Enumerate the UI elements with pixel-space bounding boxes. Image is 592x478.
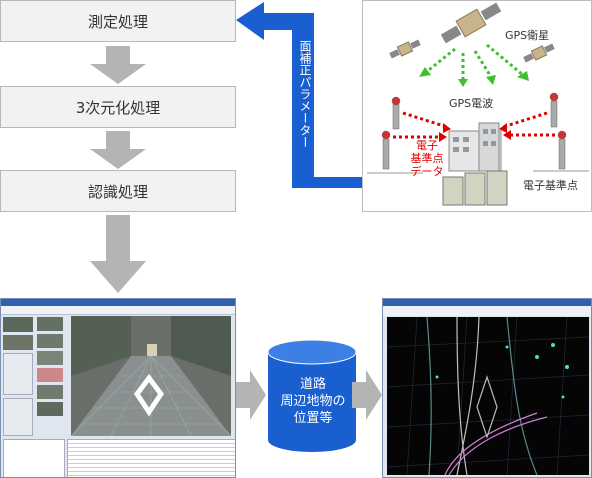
log-panel	[67, 439, 235, 477]
satellite-icon-right	[523, 43, 555, 63]
parameter-label: 面補正パラメーター	[298, 40, 312, 148]
ref-point-label: 電子基準点	[523, 179, 578, 192]
gps-panel: GPS衛星 GPS電波 電子 基準点 データ 電子基準点	[362, 0, 592, 212]
step-measurement: 測定処理	[0, 0, 236, 42]
titlebar	[383, 299, 591, 306]
step-3d-processing: 3次元化処理	[0, 86, 236, 128]
titlebar	[1, 299, 235, 306]
down-arrow-3	[90, 215, 146, 293]
building-icon	[448, 122, 502, 172]
down-arrow-2	[90, 131, 146, 169]
satellite-icon-left	[389, 39, 421, 59]
pointcloud-view	[387, 317, 589, 475]
server-icon	[442, 170, 508, 206]
right-arrow-2	[352, 370, 382, 420]
toolbar	[1, 306, 235, 315]
step-recognition-label: 認識処理	[87, 182, 148, 201]
step-3d-processing-label: 3次元化処理	[75, 98, 161, 117]
step-recognition: 認識処理	[0, 170, 236, 212]
parameter-arrow	[236, 2, 362, 188]
database-label: 道路 周辺地物の 位置等	[280, 377, 346, 426]
tree-panel	[3, 439, 65, 477]
ref-data-label: 電子 基準点 データ	[410, 139, 444, 178]
step-measurement-label: 測定処理	[87, 12, 148, 31]
street-view	[71, 316, 231, 436]
toolbar	[383, 306, 591, 316]
gps-diagram	[367, 2, 589, 206]
database-icon	[267, 339, 357, 452]
pointcloud-screenshot	[382, 298, 592, 478]
satellite-icon	[440, 2, 502, 44]
software-screenshot	[0, 298, 236, 478]
wave-label: GPS電波	[449, 97, 494, 110]
thumbnail-column-2	[37, 317, 63, 439]
right-arrow-1	[236, 370, 266, 420]
satellite-label: GPS衛星	[505, 29, 550, 42]
down-arrow-1	[90, 46, 146, 84]
thumbnail-column	[3, 317, 33, 439]
